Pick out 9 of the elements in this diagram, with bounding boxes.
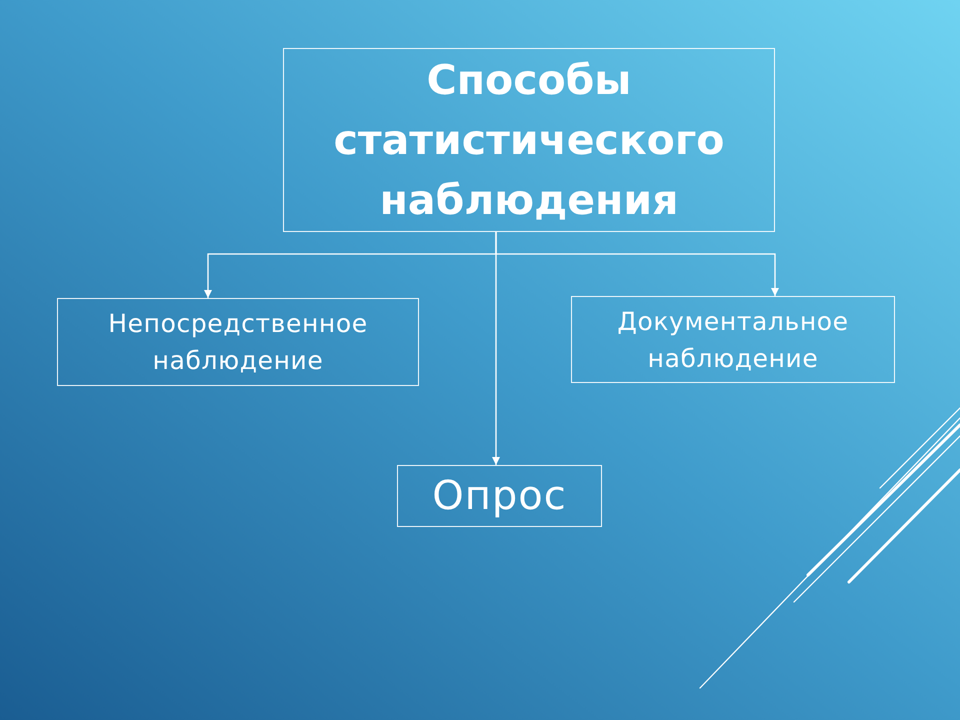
process-box xyxy=(57,298,419,386)
box-label: Документальное наблюдение xyxy=(616,306,850,374)
process-box xyxy=(283,48,775,232)
box-label: Опрос xyxy=(432,472,567,520)
process-box xyxy=(571,296,895,383)
box-label: Непосредственное наблюдение xyxy=(107,308,369,377)
process-box xyxy=(397,465,602,527)
arrow xyxy=(492,232,500,465)
box-title: Способы статистического наблюдения xyxy=(332,55,726,226)
